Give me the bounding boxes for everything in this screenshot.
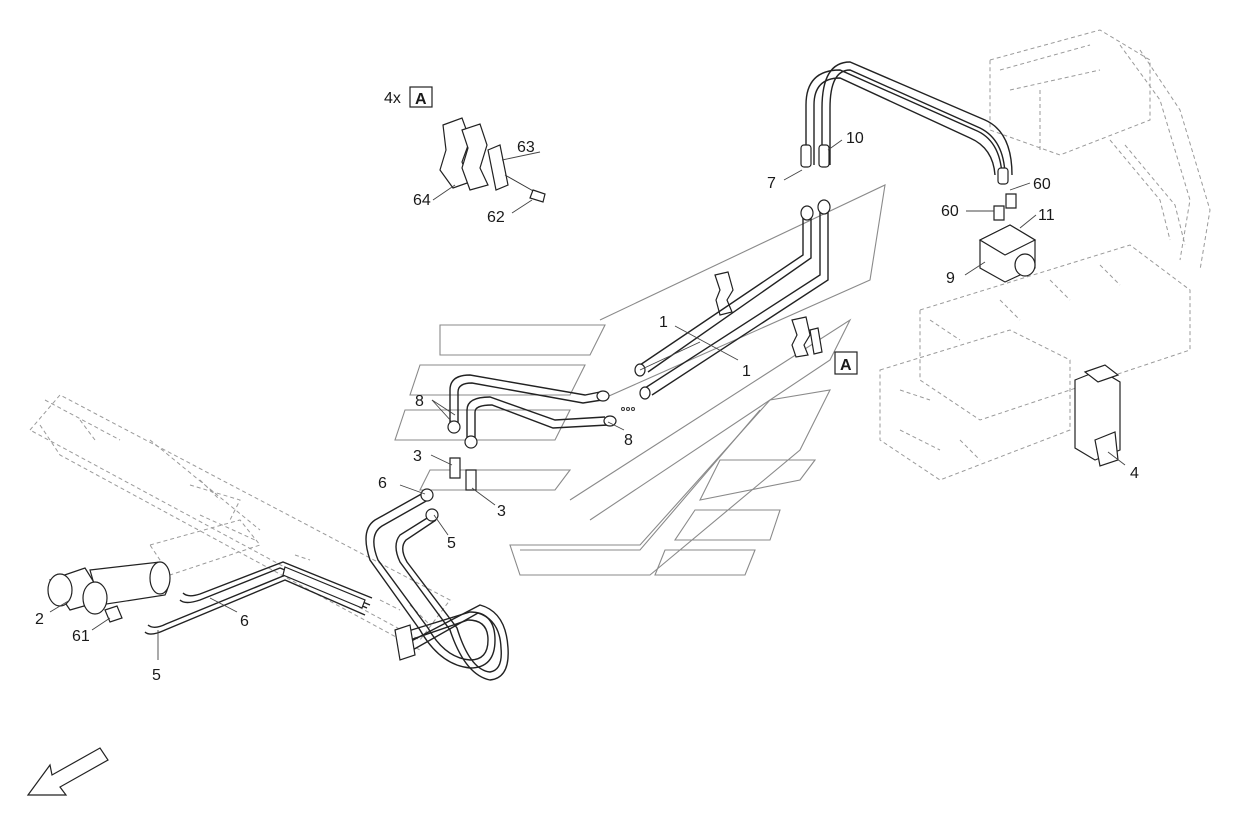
label-9: 9 [946,270,955,287]
label-detail-a: A [415,91,427,108]
label-1-b: 1 [742,363,751,380]
long-hoses [800,61,1013,185]
label-11: 11 [1038,207,1055,224]
valve-9 [978,193,1037,283]
label-1-a: 1 [659,314,668,331]
label-3-a: 3 [413,448,422,465]
callout-labels: 4x A 63 64 62 7 10 60 60 11 9 1 1 A 8 8 … [35,90,1139,684]
cylinder-hoses [144,561,373,635]
fittings-3 [449,457,477,491]
cylinder-2 [47,561,171,623]
leader-lines [49,139,1126,660]
label-8-a: 8 [415,393,424,410]
label-7: 7 [767,175,776,192]
label-4: 4 [1130,465,1139,482]
label-60-a: 60 [1033,176,1051,193]
label-8-b: 8 [624,432,633,449]
label-6-a: 6 [378,475,387,492]
panel-clamps [714,271,858,375]
valve-4 [1074,364,1121,467]
label-62: 63 [517,139,535,156]
label-4x: 4x [384,90,401,107]
label-63: 62 [487,209,505,226]
label-3-b: 3 [497,503,506,520]
hoses-6-5 [365,488,509,681]
hoses-8 [447,374,635,449]
ref-marker-box [834,351,858,375]
direction-arrow [26,747,109,796]
label-6-b: 6 [240,613,249,630]
label-5-b: 5 [152,667,161,684]
label-5-a: 5 [447,535,456,552]
label-64: 64 [413,192,431,209]
label-2: 2 [35,611,44,628]
body-panel-ghost [394,184,886,576]
label-60-b: 60 [941,203,959,220]
panel-tubes [634,199,831,400]
valve-bank-ghost [879,29,1211,481]
label-ref-a: A [840,357,852,374]
label-10: 10 [846,130,864,147]
label-61: 61 [72,628,90,645]
detail-a-box [409,86,433,108]
detail-a-inset [409,86,546,203]
